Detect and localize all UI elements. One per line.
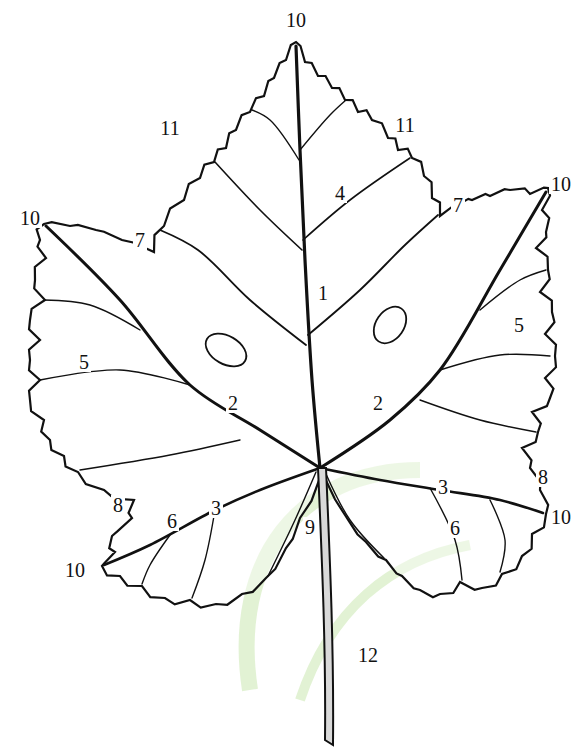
- leaf-hole: [367, 301, 413, 350]
- callout-number: 3: [436, 477, 450, 497]
- leaf-vein: [192, 510, 215, 598]
- callout-number: 10: [549, 174, 573, 194]
- leaf-vein: [80, 440, 240, 470]
- callout-number: 6: [448, 518, 462, 538]
- callout-number: 7: [133, 230, 147, 250]
- leaf-vein: [268, 472, 316, 576]
- callout-number: 4: [333, 183, 347, 203]
- callout-number: 12: [356, 645, 380, 665]
- callout-number: 9: [303, 517, 317, 537]
- callout-number: 10: [284, 10, 308, 30]
- leaf-vein: [320, 192, 546, 468]
- leaf-vein: [296, 46, 320, 468]
- leaf-vein: [440, 354, 550, 370]
- callout-number: 10: [63, 560, 87, 580]
- callout-number: 3: [209, 498, 223, 518]
- leaf-vein: [300, 100, 346, 150]
- petiole: [318, 468, 333, 745]
- leaf-outline: [29, 42, 556, 608]
- leaf-vein: [142, 535, 170, 584]
- callout-number: 8: [536, 467, 550, 487]
- callout-number: 2: [371, 393, 385, 413]
- callout-number: 2: [226, 393, 240, 413]
- callout-number: 1: [316, 283, 330, 303]
- callout-number: 6: [165, 511, 179, 531]
- callout-number: 11: [393, 115, 416, 135]
- leaf-vein: [480, 270, 546, 310]
- leaf-vein: [40, 370, 190, 385]
- callout-number: 11: [158, 118, 181, 138]
- leaf-vein: [104, 468, 320, 565]
- leaf-vein: [303, 158, 410, 240]
- leaf-vein: [420, 400, 536, 432]
- leaf-vein: [490, 500, 505, 572]
- callout-number: 5: [512, 315, 526, 335]
- leaf-vein: [160, 230, 306, 345]
- leaf-vein: [308, 215, 438, 335]
- callout-number: 8: [111, 495, 125, 515]
- callout-number: 10: [18, 208, 42, 228]
- callout-number: 5: [77, 352, 91, 372]
- leaf-vein: [46, 226, 320, 468]
- leaf-vein: [326, 474, 384, 558]
- leaf-hole: [200, 327, 252, 373]
- leaf-vein: [215, 162, 302, 250]
- leaf-vein: [44, 300, 140, 330]
- leaf-vein: [252, 110, 299, 160]
- leaf-vein: [430, 488, 462, 580]
- callout-number: 10: [549, 507, 573, 527]
- callout-number: 7: [451, 195, 465, 215]
